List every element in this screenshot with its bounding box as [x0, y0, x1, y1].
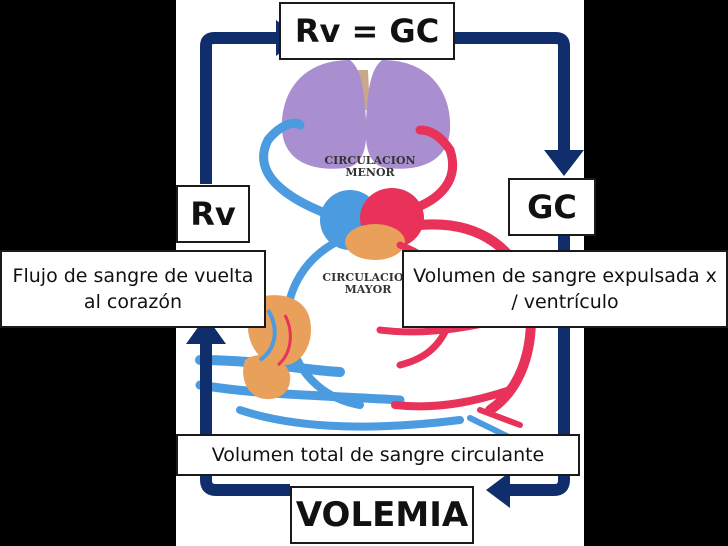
gc-box: GC	[508, 178, 596, 236]
circulacion-mayor-label: CIRCULACION MAYOR	[322, 271, 414, 296]
volemia-box: VOLEMIA	[290, 486, 474, 544]
arrowhead-up	[186, 316, 226, 344]
volemia-description-box: Volumen total de sangre circulante	[176, 434, 580, 476]
flow-arrows	[200, 32, 570, 496]
arrow-gc-to-volemia	[508, 236, 570, 496]
arrowhead-left	[486, 472, 510, 508]
arrow-top-to-gc	[452, 32, 570, 152]
rv-description-box: Flujo de sangre de vuelta al corazón	[0, 250, 266, 328]
heart-illustration	[320, 188, 424, 260]
lungs-illustration	[281, 60, 451, 169]
arrow-rv-to-top	[200, 32, 276, 184]
gc-description-box: Volumen de sangre expulsada x / ventrícu…	[402, 250, 728, 328]
rv-box: Rv	[176, 185, 250, 243]
circulacion-menor-label: CIRCULACION MENOR	[324, 154, 416, 179]
arrowhead-down	[544, 150, 584, 176]
arrow-volemia-to-rv	[200, 336, 290, 496]
equation-box: Rv = GC	[279, 2, 455, 60]
